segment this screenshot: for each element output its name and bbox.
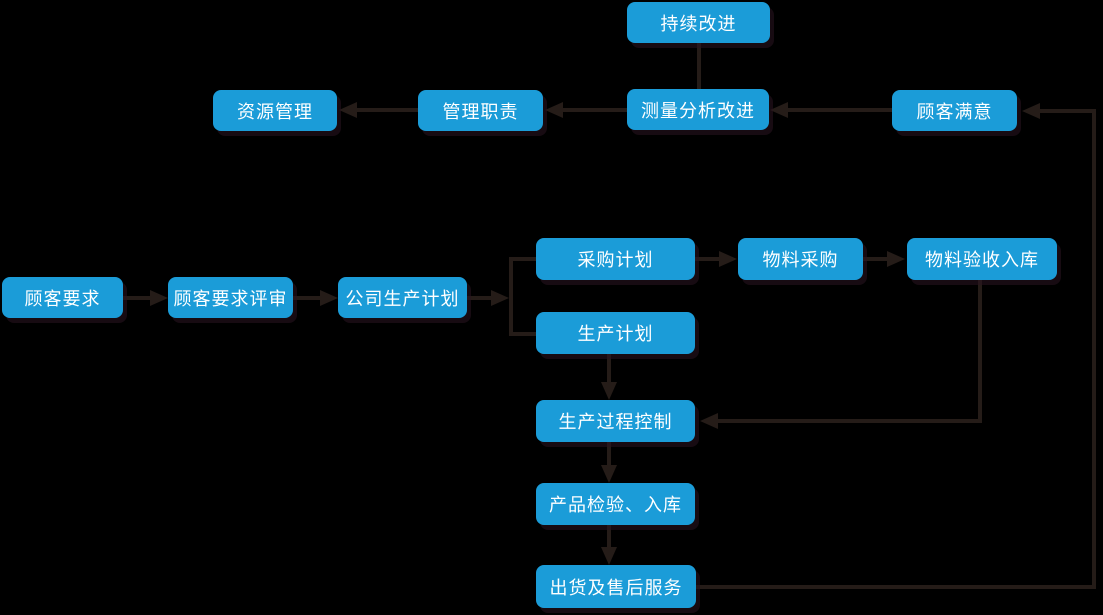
- arrowhead-left-icon: [700, 413, 718, 429]
- connector-shipping-to-customer-satisfaction: [696, 103, 1096, 589]
- arrowhead-down-icon: [601, 465, 617, 483]
- arrowhead-left-icon: [545, 102, 563, 118]
- node-management-responsibility: 管理职责: [418, 90, 543, 131]
- connector-material-procurement-to-acceptance: [863, 251, 905, 267]
- arrowhead-left-icon: [339, 102, 357, 118]
- node-shipping-after-sales-service: 出货及售后服务: [536, 565, 696, 608]
- arrowhead-right-icon: [320, 290, 338, 306]
- node-company-production-plan: 公司生产计划: [338, 277, 467, 318]
- node-production-plan: 生产计划: [536, 312, 695, 354]
- node-measurement-analysis-improvement: 测量分析改进: [627, 89, 769, 130]
- arrowhead-left-icon: [1022, 103, 1040, 119]
- arrowhead-right-icon: [150, 290, 168, 306]
- arrowhead-right-icon: [719, 251, 737, 267]
- node-product-inspection-storage: 产品检验、入库: [536, 483, 695, 525]
- connector-customer-satisfaction-to-measurement: [770, 102, 892, 118]
- connector-process-control-to-inspection: [601, 442, 617, 483]
- node-material-acceptance-storage: 物料验收入库: [907, 238, 1057, 280]
- connector-production-plan-to-process-control: [601, 354, 617, 400]
- node-production-process-control: 生产过程控制: [536, 400, 695, 442]
- connector-management-responsibility-to-resource-management: [339, 102, 418, 118]
- arrowhead-right-icon: [491, 290, 509, 306]
- node-resource-management: 资源管理: [213, 90, 337, 131]
- connector-measurement-to-management-responsibility: [545, 102, 627, 118]
- node-customer-requirements: 顾客要求: [2, 277, 123, 318]
- connector-procurement-plan-to-material-procurement: [695, 251, 737, 267]
- node-material-procurement: 物料采购: [738, 238, 863, 280]
- connector-review-to-company-production-plan: [293, 290, 338, 306]
- node-continuous-improvement: 持续改进: [627, 2, 770, 43]
- arrowhead-left-icon: [770, 102, 788, 118]
- arrowhead-right-icon: [887, 251, 905, 267]
- node-customer-requirements-review: 顾客要求评审: [168, 277, 293, 318]
- node-procurement-plan: 采购计划: [536, 238, 695, 280]
- arrowhead-down-icon: [601, 382, 617, 400]
- node-customer-satisfaction: 顾客满意: [892, 90, 1017, 131]
- connector-customer-requirements-to-review: [123, 290, 168, 306]
- connector-inspection-to-shipping: [601, 525, 617, 565]
- connector-company-plan-branch: [467, 257, 536, 336]
- connector-acceptance-to-process-control: [700, 280, 982, 429]
- arrowhead-down-icon: [601, 547, 617, 565]
